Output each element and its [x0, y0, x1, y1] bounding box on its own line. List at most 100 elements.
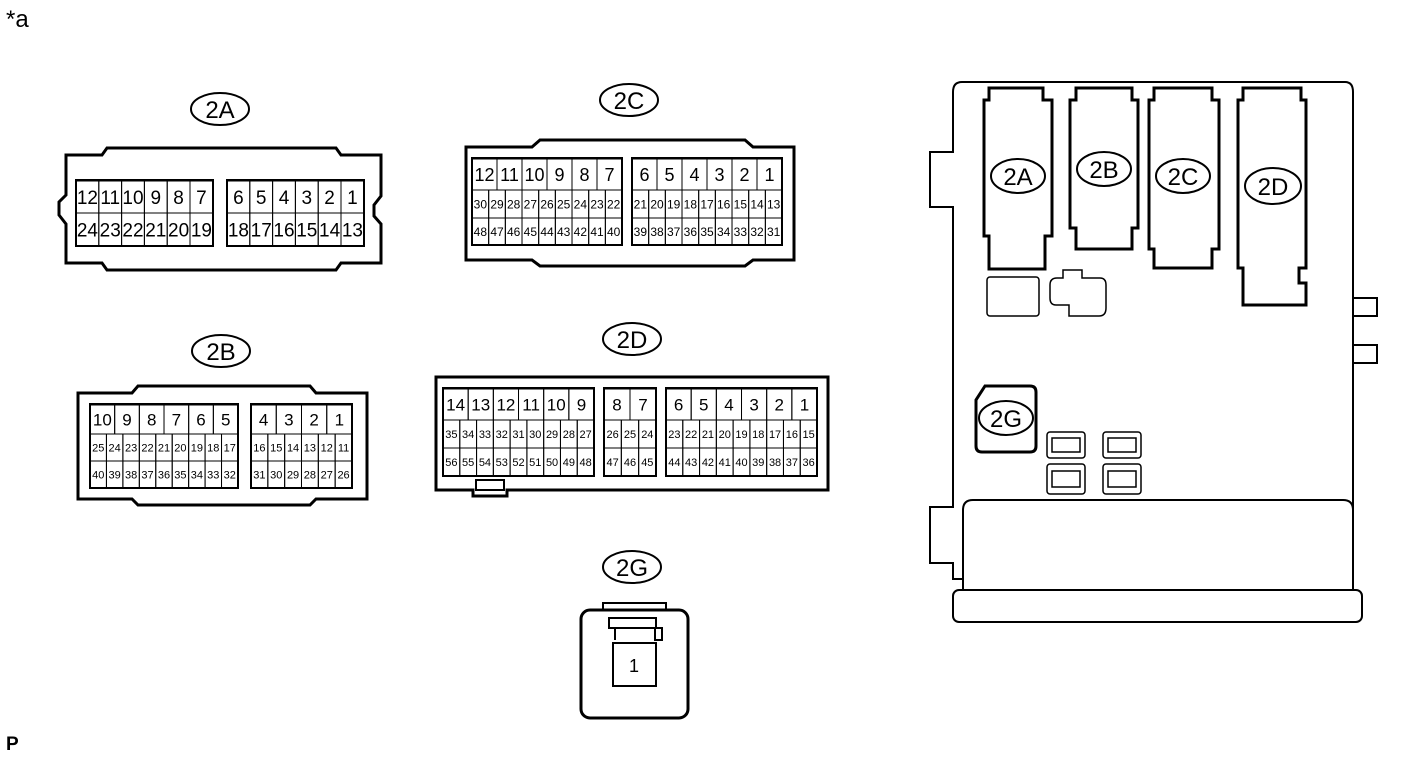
pin-2C-22: 22	[607, 197, 621, 211]
pin-2D-51: 51	[529, 457, 541, 469]
pin-2A-1: 1	[347, 188, 358, 209]
pin-2D-23: 23	[668, 429, 680, 441]
junction-block-housing	[929, 81, 1354, 591]
junction-block-side-tab-upper	[1352, 297, 1378, 317]
pin-2B-30: 30	[270, 469, 282, 481]
pin-2D-26: 26	[607, 429, 619, 441]
pin-2B-19: 19	[191, 442, 203, 454]
pin-2B-31: 31	[253, 469, 265, 481]
pin-2C-27: 27	[524, 197, 538, 211]
junction-block-lower-panel	[962, 499, 1354, 590]
pin-2C-9: 9	[554, 165, 564, 185]
pin-2A-6: 6	[233, 188, 244, 209]
connector-2D-housing	[434, 375, 830, 498]
pin-2A-19: 19	[191, 220, 212, 241]
pin-2C-13: 13	[767, 197, 781, 211]
pin-2B-13: 13	[304, 442, 316, 454]
pin-2C-19: 19	[667, 197, 681, 211]
pin-2D-37: 37	[786, 457, 798, 469]
pin-2B-1: 1	[335, 411, 344, 430]
connector-2G: 2G 1	[579, 550, 690, 720]
pin-2D-14: 14	[446, 396, 465, 415]
pin-2D-7: 7	[638, 396, 647, 415]
junction-socket-2A-label: 2A	[1003, 164, 1032, 191]
pin-2D-40: 40	[735, 457, 747, 469]
pin-2A-13: 13	[342, 220, 363, 241]
pin-2A-16: 16	[273, 220, 294, 241]
pin-2A-17: 17	[251, 220, 272, 241]
pin-2A-7: 7	[196, 188, 207, 209]
junction-block: 2A 2B 2C 2D 2G	[929, 81, 1378, 623]
connector-2D-key-notch	[475, 479, 505, 491]
pin-2B-22: 22	[141, 442, 153, 454]
junction-socket-2A	[982, 86, 1054, 271]
pin-2D-3: 3	[749, 396, 758, 415]
pin-2D-32: 32	[496, 429, 508, 441]
pin-2C-42: 42	[574, 225, 588, 239]
junction-fuse-top-right	[1102, 431, 1142, 459]
pin-2D-16: 16	[786, 429, 798, 441]
pin-2D-15: 15	[803, 429, 815, 441]
pin-2C-47: 47	[490, 225, 504, 239]
junction-socket-2A-badge	[990, 158, 1046, 194]
pin-2B-34: 34	[191, 469, 203, 481]
pin-2C-20: 20	[650, 197, 664, 211]
pin-2A-18: 18	[228, 220, 249, 241]
pin-2A-2: 2	[324, 188, 335, 209]
pin-2D-13: 13	[471, 396, 490, 415]
pin-2D-55: 55	[462, 457, 474, 469]
pin-2B-15: 15	[270, 442, 282, 454]
pin-2A-22: 22	[122, 220, 143, 241]
connector-2B-label: 2B	[206, 339, 235, 366]
pin-2C-16: 16	[717, 197, 731, 211]
pin-2D-46: 46	[624, 457, 636, 469]
junction-small-connector	[1049, 269, 1107, 317]
pin-2A-10: 10	[122, 188, 143, 209]
pin-2D-4: 4	[724, 396, 733, 415]
pin-2C-39: 39	[634, 225, 648, 239]
junction-fuse-bottom-left	[1046, 463, 1086, 495]
junction-socket-2B-badge	[1076, 151, 1132, 187]
pin-2A-8: 8	[173, 188, 184, 209]
pin-2C-15: 15	[734, 197, 748, 211]
pin-2D-18: 18	[752, 429, 764, 441]
pin-2B-4: 4	[259, 411, 268, 430]
pin-2C-24: 24	[574, 197, 588, 211]
pin-2C-31: 31	[767, 225, 781, 239]
pin-2A-13-cell	[340, 212, 365, 247]
pin-2B-12: 12	[321, 442, 333, 454]
pin-2C-43: 43	[557, 225, 571, 239]
pin-2B-8: 8	[147, 411, 156, 430]
pin-2B-21: 21	[158, 442, 170, 454]
pin-2A-11: 11	[100, 188, 120, 209]
pin-2A-23: 23	[100, 220, 121, 241]
pin-2D-36: 36	[803, 457, 815, 469]
pin-2C-3: 3	[714, 165, 724, 185]
pin-2A-9: 9	[151, 188, 162, 209]
pin-2A-24: 24	[77, 220, 99, 241]
pin-2D-5: 5	[699, 396, 708, 415]
pin-2D-22: 22	[685, 429, 697, 441]
pin-2A-4: 4	[279, 188, 290, 209]
note-p: P	[6, 734, 19, 755]
pin-2C-31-cell	[764, 217, 783, 246]
pin-2D-20: 20	[719, 429, 731, 441]
pin-2B-28: 28	[304, 469, 316, 481]
pin-2D-48-cell	[576, 447, 595, 477]
pin-2D-28: 28	[563, 429, 575, 441]
pin-2C-25: 25	[557, 197, 571, 211]
pin-2C-8: 8	[579, 165, 589, 185]
connector-2B-badge	[191, 334, 251, 368]
pin-2D-10: 10	[547, 396, 566, 415]
pin-2B-29: 29	[287, 469, 299, 481]
pin-2D-29: 29	[546, 429, 558, 441]
connector-2G-pin-box	[612, 642, 657, 687]
pin-2A-5: 5	[256, 188, 267, 209]
pin-2D-56: 56	[445, 457, 457, 469]
pin-2C-33: 33	[734, 225, 748, 239]
pin-2D-2: 2	[775, 396, 784, 415]
pin-2B-37: 37	[141, 469, 153, 481]
pin-2D-27: 27	[580, 429, 592, 441]
